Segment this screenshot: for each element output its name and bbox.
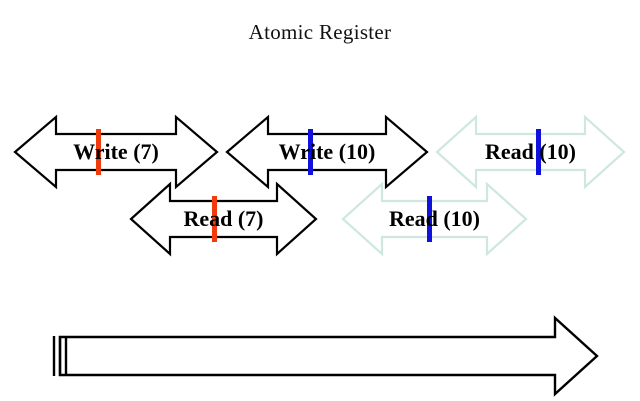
double-arrow-shape-faded (435, 114, 626, 190)
double-arrow-shape (129, 181, 318, 257)
operation-read-7[interactable]: Read (7) (129, 180, 318, 258)
page-title: Atomic Register (248, 20, 392, 44)
double-arrow-shape (225, 114, 429, 190)
double-arrow-shape-faded (341, 181, 528, 257)
double-arrow-shape (13, 114, 219, 190)
time-axis (50, 312, 605, 400)
marker-bar-read-10-top (536, 129, 541, 175)
operation-read-10-bottom[interactable]: Read (10) (341, 180, 528, 258)
marker-bar-write-7 (96, 129, 101, 175)
marker-bar-read-7 (212, 196, 217, 242)
marker-bar-write-10 (308, 129, 313, 175)
time-axis-arrow (52, 315, 599, 397)
marker-bar-read-10-bottom (427, 196, 432, 242)
